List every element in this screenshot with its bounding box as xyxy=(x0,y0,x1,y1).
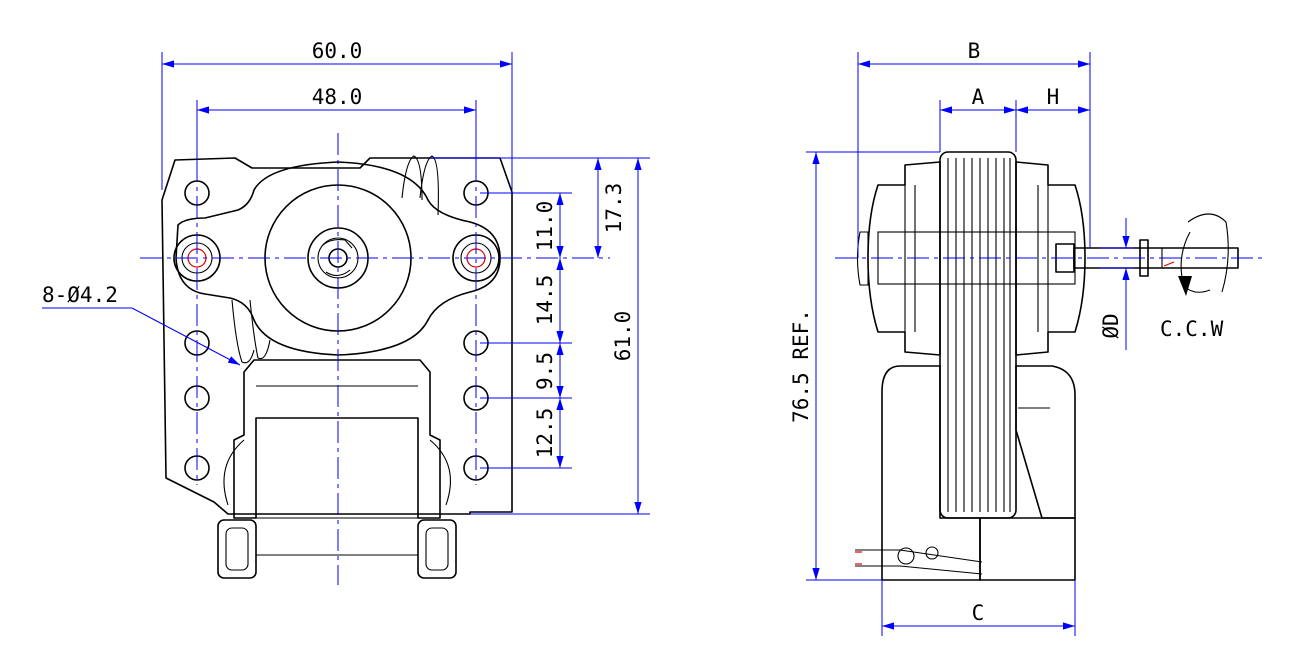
dim-label-48: 48.0 xyxy=(312,85,363,109)
dim-label-11: 11.0 xyxy=(533,201,557,252)
wire-grommet xyxy=(925,546,939,560)
dim-label-14-5: 14.5 xyxy=(533,275,557,326)
dim-label-ref: 76.5 REF. xyxy=(789,309,813,423)
front-view: 60.0 48.0 17.3 11.0 14.5 9.5 12.5 61.0 xyxy=(42,39,650,585)
dim-label-9-5: 9.5 xyxy=(533,352,557,390)
dim-label-b: B xyxy=(968,39,981,63)
left-cap-detail xyxy=(856,231,869,286)
foot-right-inner xyxy=(425,527,449,571)
lamination-stack xyxy=(939,151,1017,519)
spring-clip-top xyxy=(401,155,439,216)
dim-label-12-5: 12.5 xyxy=(533,408,557,459)
rotation-label: C.C.W xyxy=(1160,317,1224,341)
leader-line xyxy=(131,307,241,366)
rotation-arrowhead-icon xyxy=(1178,276,1192,296)
lead-wire xyxy=(855,565,983,575)
foot-right xyxy=(417,519,457,579)
frame-plate xyxy=(161,157,513,515)
dim-label-61: 61.0 xyxy=(611,311,635,362)
lead-wire xyxy=(855,549,983,563)
end-cap-right xyxy=(1015,161,1086,356)
lamination-lines xyxy=(947,158,1011,512)
lower-housing xyxy=(881,365,981,581)
dim-label-17-3: 17.3 xyxy=(602,183,626,234)
lower-housing-right xyxy=(1015,365,1076,519)
spring-clip-bottom xyxy=(231,299,271,364)
end-cap-left xyxy=(867,161,941,356)
shaft-mark xyxy=(1163,261,1175,267)
coil-housing xyxy=(233,359,441,519)
dim-label-60: 60.0 xyxy=(312,39,363,63)
dim-label-h: H xyxy=(1047,85,1060,109)
shaft-clip xyxy=(321,239,353,277)
mount-hole-note: 8-Ø4.2 xyxy=(42,283,118,307)
wire-grommet xyxy=(897,547,915,565)
coil-side-right xyxy=(429,439,451,506)
dim-label-d: ØD xyxy=(1099,313,1123,338)
dim-label-a: A xyxy=(972,85,985,109)
coil-side-left xyxy=(223,439,245,506)
side-view: C.C.W B A H 76.5 REF. ØD C xyxy=(789,39,1262,636)
terminal-box xyxy=(979,517,1076,581)
dim-label-c: C xyxy=(972,601,985,625)
foot-left xyxy=(217,519,257,579)
foot-left-inner xyxy=(225,527,249,571)
